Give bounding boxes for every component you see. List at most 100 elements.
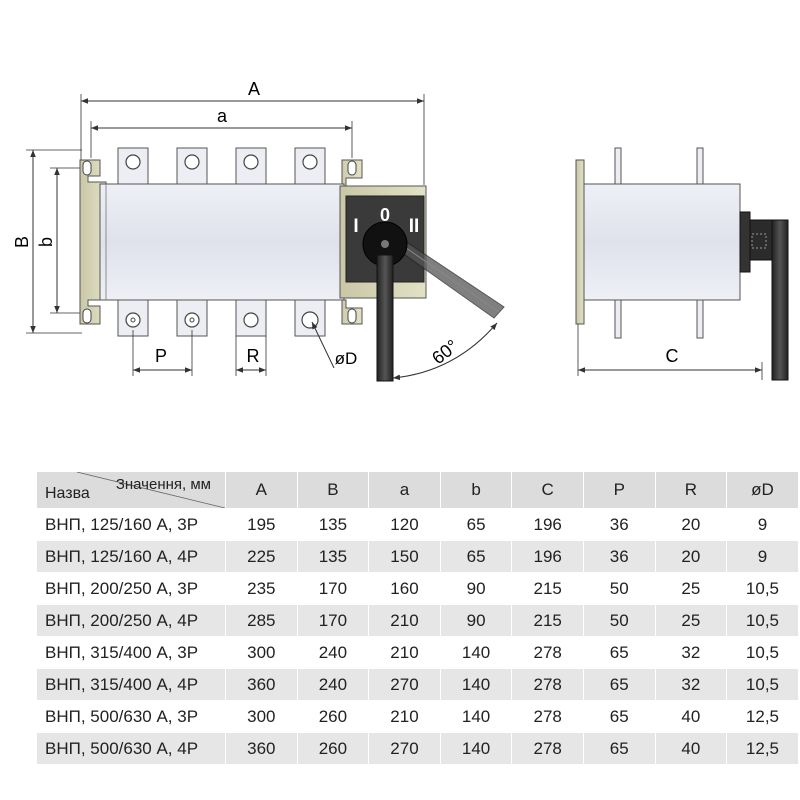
value-cell: 196 — [511, 540, 584, 573]
value-cell: 215 — [511, 604, 584, 637]
row-name-cell: ВНП, 500/630 А, 3Р — [36, 700, 226, 733]
column-header: R — [654, 471, 728, 509]
side-body — [583, 183, 741, 301]
column-header: b — [439, 471, 513, 509]
value-cell: 270 — [368, 732, 441, 765]
switch-dimension-drawing: A a B b — [12, 79, 789, 382]
value-cell: 270 — [368, 668, 441, 701]
value-cell: 278 — [511, 668, 584, 701]
row-name-cell: ВНП, 200/250 А, 3Р — [36, 572, 226, 605]
value-cell: 140 — [439, 636, 513, 669]
value-cell: 215 — [511, 572, 584, 605]
dimension-D: øD — [311, 321, 358, 369]
row-name-cell: ВНП, 315/400 А, 3Р — [36, 636, 226, 669]
switch-body — [99, 183, 345, 301]
value-cell: 10,5 — [726, 572, 799, 605]
value-cell: 360 — [225, 732, 298, 765]
value-cell: 120 — [368, 508, 441, 541]
value-cell: 36 — [582, 508, 656, 541]
value-cell: 50 — [582, 572, 656, 605]
value-cell: 25 — [654, 572, 728, 605]
value-cell: 12,5 — [726, 732, 799, 765]
dimension-R: R — [235, 336, 267, 376]
value-cell: 10,5 — [726, 668, 799, 701]
value-cell: 300 — [225, 700, 298, 733]
terminals-top — [117, 147, 326, 185]
value-cell: 140 — [439, 668, 513, 701]
value-cell: 65 — [439, 508, 513, 541]
column-header: B — [296, 471, 370, 509]
value-cell: 300 — [225, 636, 298, 669]
value-cell: 25 — [654, 604, 728, 637]
label-A: A — [248, 79, 260, 99]
value-cell: 135 — [296, 508, 370, 541]
front-view: A a B b — [12, 79, 505, 382]
value-cell: 9 — [726, 540, 799, 573]
value-cell: 36 — [582, 540, 656, 573]
value-cell: 210 — [368, 604, 441, 637]
value-cell: 195 — [225, 508, 298, 541]
corner-values-label: Значення, мм — [115, 476, 211, 493]
value-cell: 20 — [654, 508, 728, 541]
position-label-I: I — [353, 216, 358, 237]
angle-dimension: 60° — [392, 322, 498, 381]
value-cell: 140 — [439, 700, 513, 733]
value-cell: 235 — [225, 572, 298, 605]
value-cell: 285 — [225, 604, 298, 637]
label-B: B — [12, 236, 32, 248]
value-cell: 32 — [654, 636, 728, 669]
column-header: P — [582, 471, 656, 509]
value-cell: 135 — [296, 540, 370, 573]
value-cell: 278 — [511, 732, 584, 765]
table-header-row: Назва Значення, мм A B a b C P R øD — [36, 471, 799, 509]
dimensions-table: Назва Значення, мм A B a b C P R øD ВНП,… — [36, 471, 799, 765]
value-cell: 90 — [439, 604, 513, 637]
row-name-cell: ВНП, 125/160 А, 3Р — [36, 508, 226, 541]
dimension-C: C — [577, 324, 763, 380]
value-cell: 10,5 — [726, 636, 799, 669]
value-cell: 40 — [654, 700, 728, 733]
column-header: øD — [726, 471, 799, 509]
column-header: C — [511, 471, 584, 509]
value-cell: 140 — [439, 732, 513, 765]
position-label-0: 0 — [380, 205, 390, 225]
value-cell: 65 — [582, 636, 656, 669]
value-cell: 260 — [296, 700, 370, 733]
value-cell: 10,5 — [726, 604, 799, 637]
label-D: øD — [335, 349, 358, 368]
value-cell: 50 — [582, 604, 656, 637]
row-name-cell: ВНП, 200/250 А, 4Р — [36, 604, 226, 637]
row-name-cell: ВНП, 315/400 А, 4Р — [36, 668, 226, 701]
corner-name-label: Назва — [45, 485, 90, 502]
position-label-II: II — [409, 216, 420, 237]
column-header: A — [225, 471, 298, 509]
terminals-bottom — [117, 299, 326, 337]
value-cell: 32 — [654, 668, 728, 701]
value-cell: 225 — [225, 540, 298, 573]
label-b: b — [36, 237, 56, 247]
value-cell: 170 — [296, 572, 370, 605]
value-cell: 278 — [511, 636, 584, 669]
value-cell: 20 — [654, 540, 728, 573]
value-cell: 278 — [511, 700, 584, 733]
value-cell: 196 — [511, 508, 584, 541]
value-cell: 65 — [582, 700, 656, 733]
label-a: a — [217, 106, 228, 126]
value-cell: 240 — [296, 668, 370, 701]
label-angle: 60° — [428, 336, 462, 369]
value-cell: 65 — [582, 668, 656, 701]
dimension-a: a — [90, 106, 353, 158]
value-cell: 9 — [726, 508, 799, 541]
corner-diagonal-line — [76, 472, 225, 508]
value-cell: 90 — [439, 572, 513, 605]
value-cell: 150 — [368, 540, 441, 573]
row-name-cell: ВНП, 125/160 А, 4Р — [36, 540, 226, 573]
